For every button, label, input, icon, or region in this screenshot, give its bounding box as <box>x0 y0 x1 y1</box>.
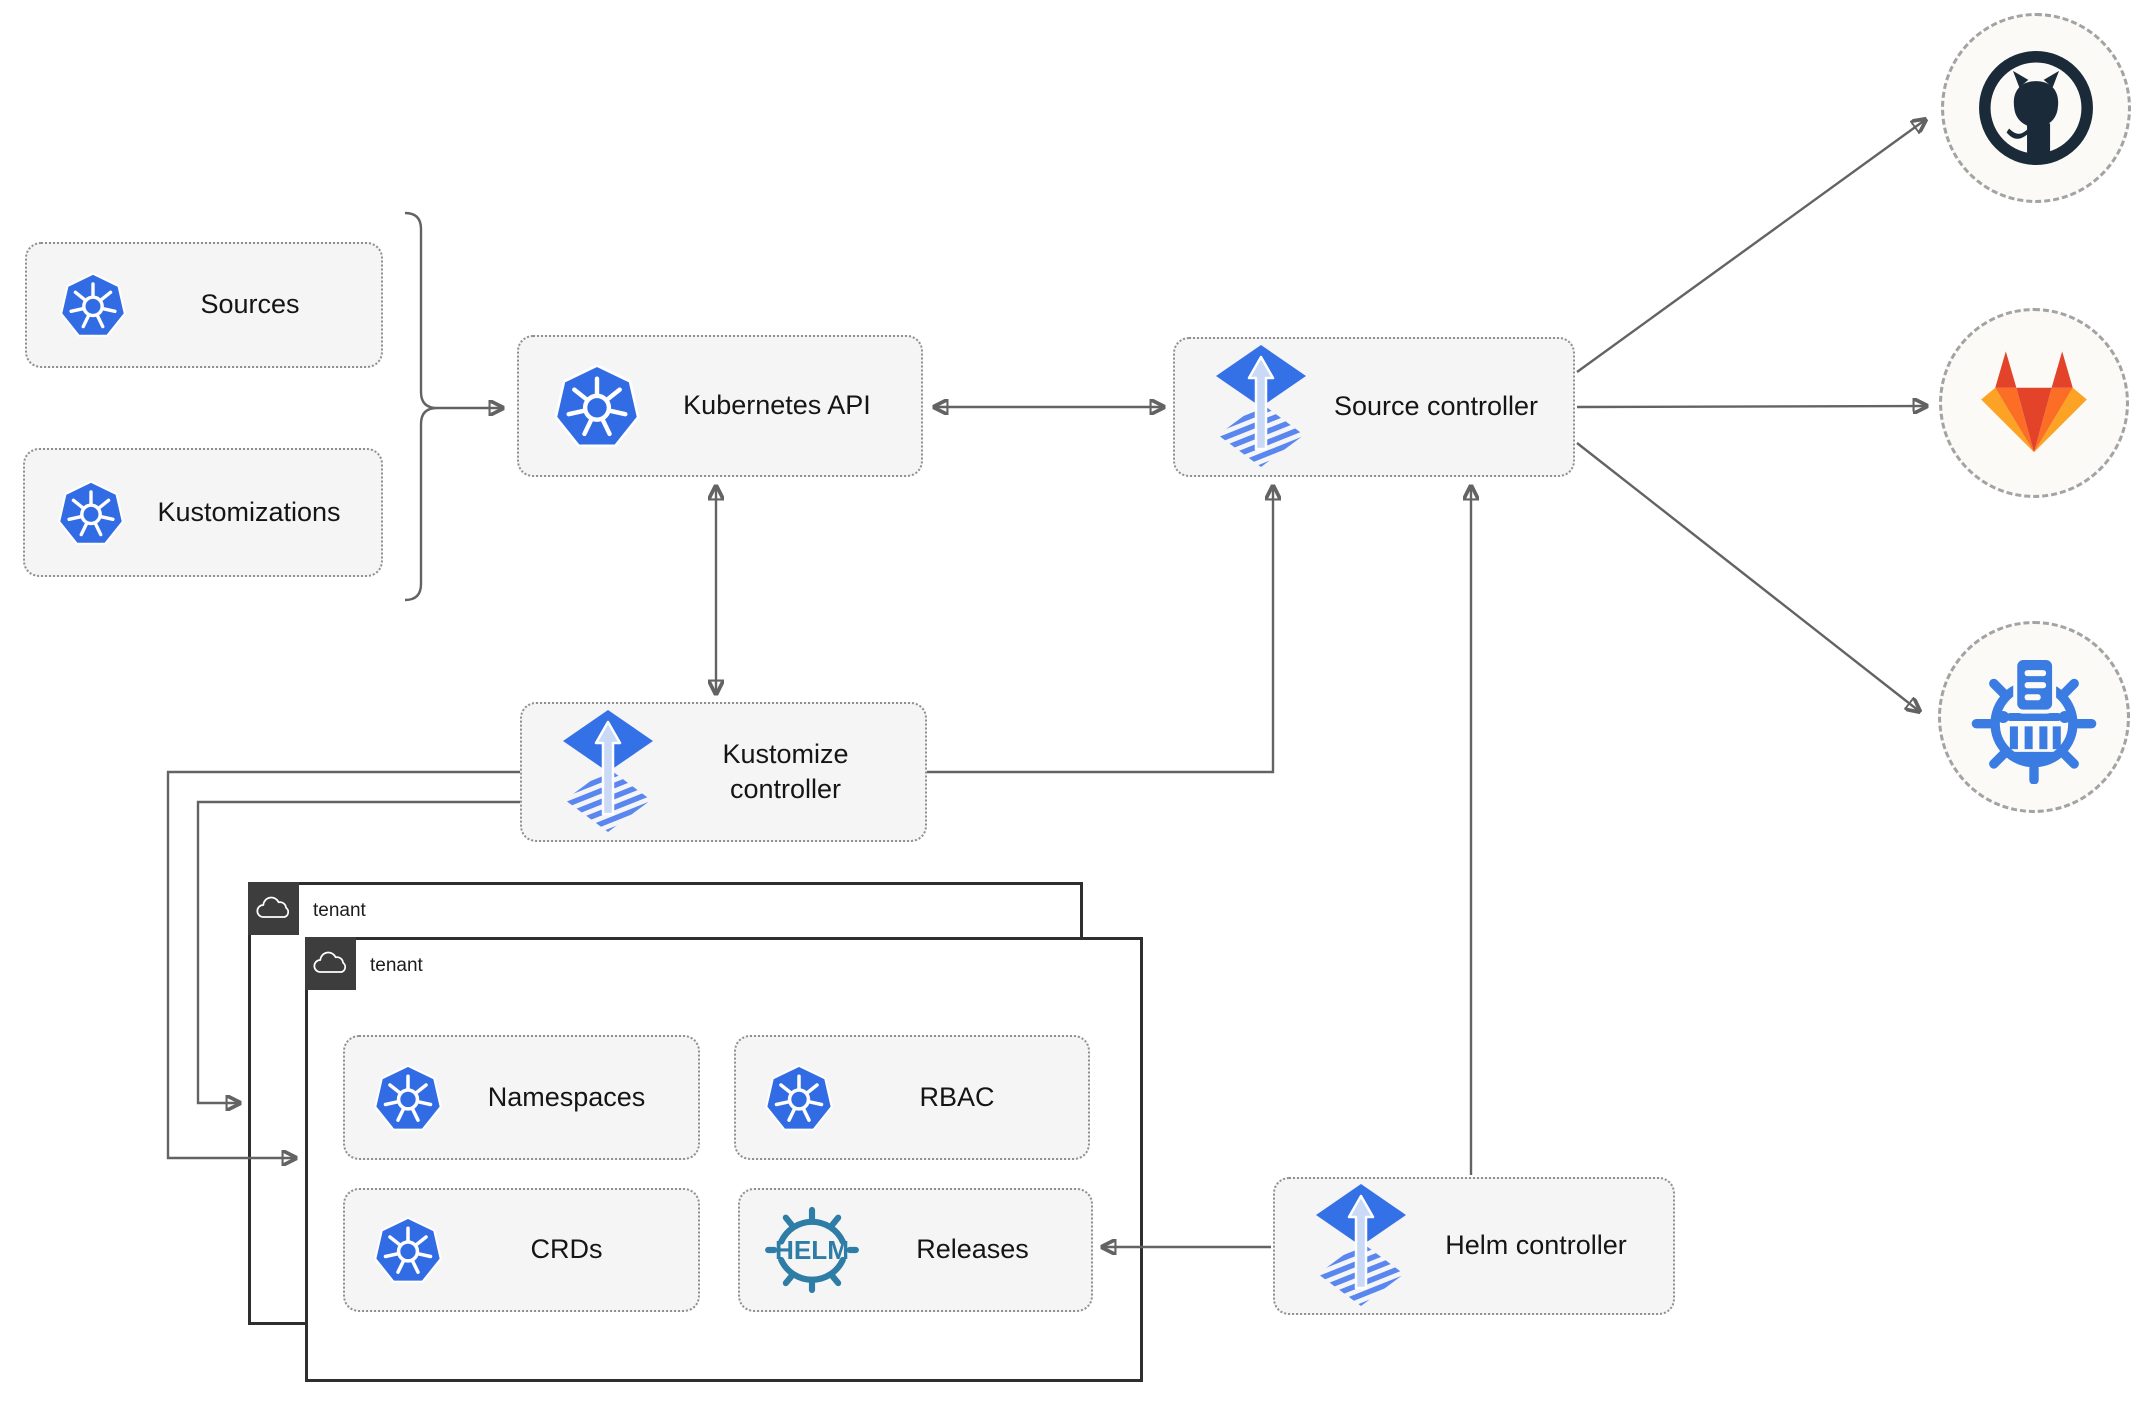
gitlab-icon <box>1975 349 2093 457</box>
group-brace <box>404 211 438 602</box>
remote-helm-repository <box>1938 621 2130 813</box>
helm-repository-icon <box>1967 650 2101 785</box>
tenant-label: tenant <box>313 900 366 921</box>
node-helm-controller: Helm controller <box>1273 1177 1675 1315</box>
node-crds: CRDs <box>343 1188 700 1312</box>
tenant-badge <box>248 882 299 935</box>
cloud-icon <box>311 949 351 979</box>
node-kustomize-controller: Kustomize controller <box>520 702 927 842</box>
node-crds-label: CRDs <box>530 1234 603 1265</box>
remote-gitlab <box>1939 308 2129 498</box>
svg-text:HELM: HELM <box>775 1235 849 1265</box>
node-kubernetes-api-label: Kubernetes API <box>683 390 871 421</box>
github-icon <box>1972 44 2100 172</box>
flux-icon <box>562 710 654 834</box>
node-sources: Sources <box>25 242 383 368</box>
node-kustomizations: Kustomizations <box>23 448 383 577</box>
flux-icon <box>1215 345 1307 469</box>
node-releases: HELM Releases <box>738 1188 1093 1312</box>
kubernetes-icon <box>553 362 641 450</box>
node-releases-label: Releases <box>916 1234 1029 1265</box>
node-namespaces: Namespaces <box>343 1035 700 1160</box>
connector-source-to-gitlab <box>1576 406 1926 407</box>
connector-source-to-github <box>1576 120 1925 373</box>
node-namespaces-label: Namespaces <box>487 1081 646 1112</box>
node-helm-controller-label: Helm controller <box>1445 1230 1627 1261</box>
tenant-badge <box>305 937 356 990</box>
kubernetes-icon <box>59 271 127 339</box>
flux-icon <box>1315 1184 1407 1308</box>
connector-kustomize-to-source <box>927 487 1273 774</box>
kubernetes-icon <box>57 479 125 547</box>
node-rbac-label: RBAC <box>919 1081 995 1112</box>
kubernetes-icon <box>373 1215 443 1285</box>
node-sources-label: Sources <box>200 289 300 320</box>
node-source-controller: Source controller <box>1173 337 1575 477</box>
node-source-controller-label: Source controller <box>1333 391 1539 422</box>
node-rbac: RBAC <box>734 1035 1090 1160</box>
connector-source-to-helmrepo <box>1576 442 1919 711</box>
cloud-icon <box>254 894 294 924</box>
node-kustomizations-label: Kustomizations <box>157 496 341 527</box>
remote-github <box>1941 13 2131 203</box>
kubernetes-icon <box>764 1063 834 1133</box>
node-kubernetes-api: Kubernetes API <box>517 335 923 477</box>
kubernetes-icon <box>373 1063 443 1133</box>
node-kustomize-controller-label: Kustomize controller <box>722 738 849 804</box>
tenant-label: tenant <box>370 955 423 976</box>
helm-logo-icon: HELM <box>762 1202 862 1298</box>
